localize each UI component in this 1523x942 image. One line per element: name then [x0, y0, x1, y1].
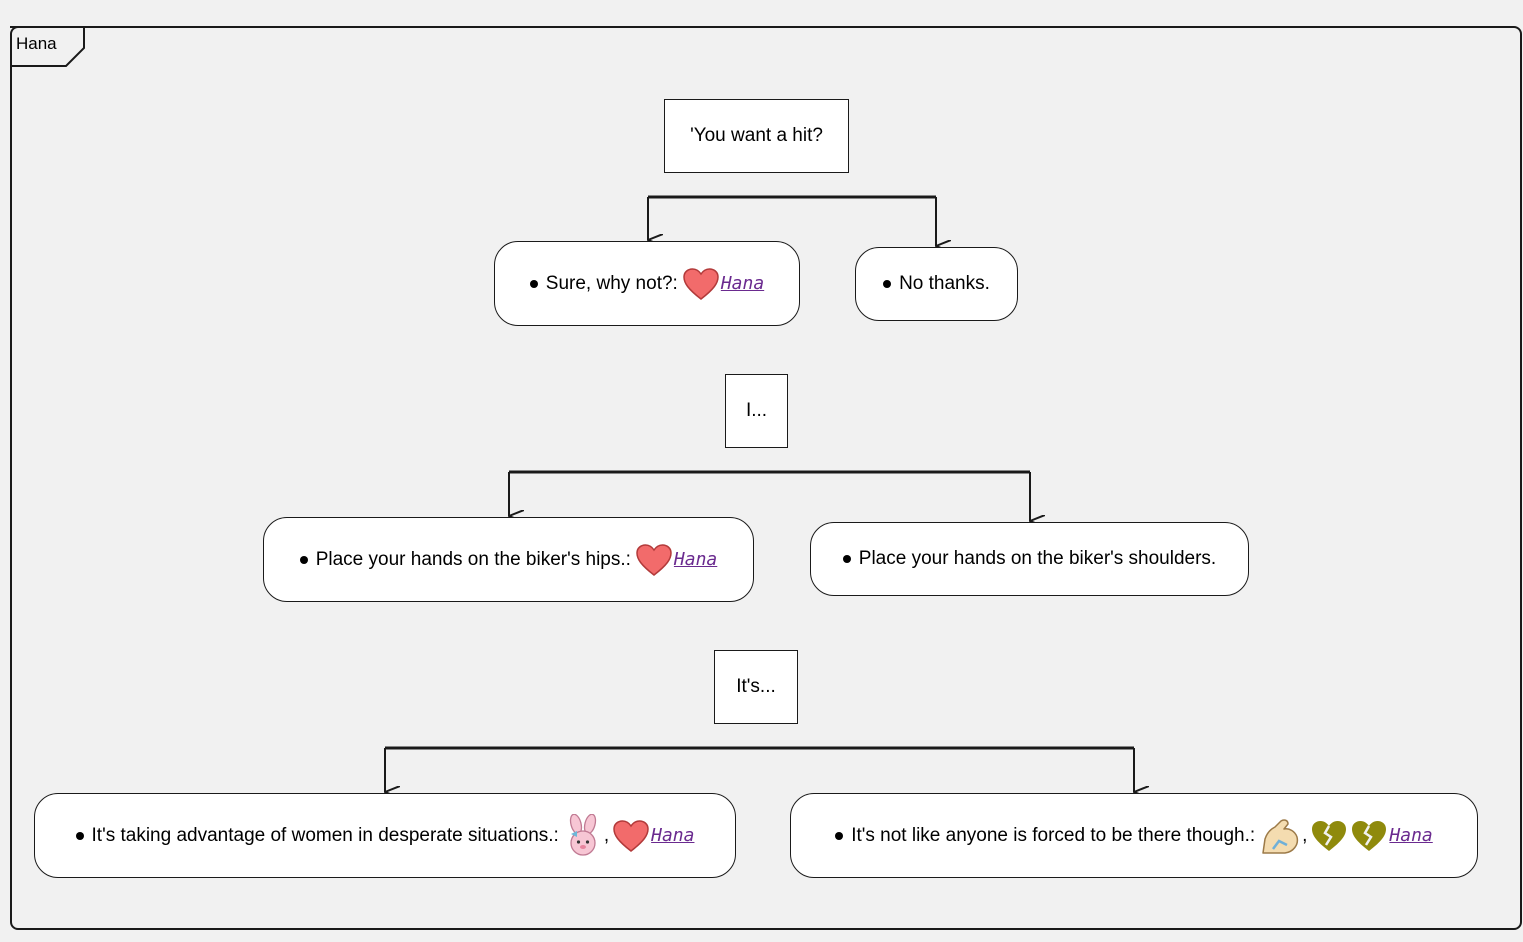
choice-hands-on-hips[interactable]: Place your hands on the biker's hips.: H… [263, 517, 754, 602]
choice-taking-advantage[interactable]: It's taking advantage of women in desper… [34, 793, 736, 878]
question-text: I... [745, 400, 768, 421]
red-heart-icon [613, 819, 649, 852]
question-box-3: It's... [714, 650, 798, 724]
character-link-hana[interactable]: Hana [720, 273, 765, 294]
question-box-1: 'You want a hit? [664, 99, 849, 173]
choice-text: No thanks. [899, 273, 990, 294]
choice-no-thanks[interactable]: No thanks. [855, 247, 1018, 321]
choice-text: It's not like anyone is forced to be the… [851, 824, 1256, 846]
choice-not-forced[interactable]: It's not like anyone is forced to be the… [790, 793, 1478, 878]
bullet-icon [529, 279, 538, 288]
choice-text: Sure, why not?: [545, 272, 678, 294]
question-text: It's... [736, 676, 776, 697]
character-link-hana[interactable]: Hana [1389, 825, 1433, 846]
broken-heart-icon [1352, 820, 1387, 851]
frame-title: Hana [16, 34, 57, 53]
broken-heart-icon [1312, 820, 1347, 851]
frame-title-tab [10, 26, 85, 67]
red-heart-icon [636, 543, 672, 576]
bullet-icon [75, 831, 84, 840]
question-text: 'You want a hit? [690, 125, 823, 146]
bullet-icon [835, 831, 844, 840]
question-box-2: I... [725, 374, 788, 448]
character-link-hana[interactable]: Hana [651, 825, 695, 846]
choice-sure-why-not[interactable]: Sure, why not?: Hana [494, 241, 800, 326]
bullet-icon [883, 280, 892, 288]
icon-separator: , [1302, 824, 1308, 846]
choice-text: Place your hands on the biker's shoulder… [858, 548, 1217, 569]
icon-separator: , [603, 824, 610, 846]
bullet-icon [842, 555, 851, 563]
diagram-frame [10, 26, 1522, 930]
red-heart-icon [683, 267, 719, 300]
bullet-icon [299, 555, 308, 564]
flexed-arm-icon [1262, 818, 1299, 854]
choice-text: It's taking advantage of women in desper… [91, 824, 559, 846]
bunny-icon [569, 813, 596, 856]
character-link-hana[interactable]: Hana [673, 549, 718, 570]
choice-text: Place your hands on the biker's hips.: [315, 548, 631, 570]
choice-hands-on-shoulders[interactable]: Place your hands on the biker's shoulder… [810, 522, 1249, 596]
